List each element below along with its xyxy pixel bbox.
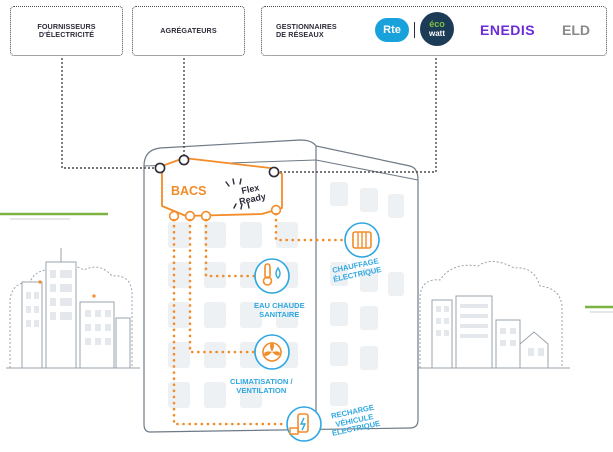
agregateurs-label: AGRÉGATEURS [160, 25, 217, 35]
city-right [410, 261, 570, 369]
gestionnaires-label: GESTIONNAIRES DE RÉSEAUX [276, 21, 337, 39]
ev-charger-icon [286, 406, 322, 442]
heating-icon [344, 222, 380, 258]
hot-water-label: EAU CHAUDE SANITAIRE [254, 301, 305, 319]
ecowatt-logo: éco watt [420, 12, 454, 46]
bacs-box-outline [161, 157, 283, 217]
bacs-label: BACS [171, 184, 207, 198]
flex-ready-rays-icon [225, 178, 250, 210]
thermometer-icon [254, 258, 290, 294]
connector-nodes [154, 154, 280, 178]
fournisseurs-label: FOURNISSEURS D'ÉLECTRICITÉ [37, 21, 96, 39]
equipment-connectors [172, 212, 348, 426]
city-right-windows [436, 304, 544, 356]
rte-logo: Rte [375, 18, 409, 42]
box-agregateurs: AGRÉGATEURS [132, 6, 245, 56]
fan-icon [254, 334, 290, 370]
network-connectors [61, 58, 437, 173]
enedis-logo: ENEDIS [480, 22, 536, 38]
eld-logo: ELD [562, 22, 590, 38]
logo-separator [414, 22, 416, 38]
city-left-windows [26, 270, 111, 345]
climatisation-label: CLIMATISATION / VENTILATION [230, 377, 293, 395]
box-fournisseurs: FOURNISSEURS D'ÉLECTRICITÉ [10, 6, 123, 56]
